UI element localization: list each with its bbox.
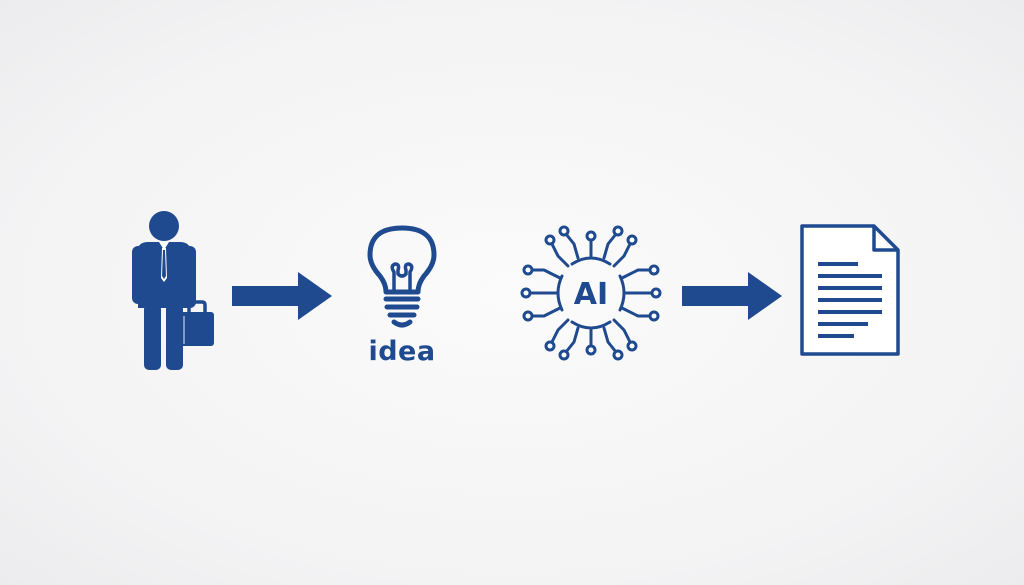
ai-chip-icon — [516, 218, 666, 368]
document-icon — [798, 222, 902, 360]
ai-label: AI — [573, 277, 609, 312]
arrow-right-icon — [230, 268, 334, 324]
lightbulb-icon — [362, 222, 442, 337]
businessman-icon — [128, 208, 218, 373]
idea-label: idea — [368, 336, 436, 367]
arrow-right-icon — [680, 268, 784, 324]
